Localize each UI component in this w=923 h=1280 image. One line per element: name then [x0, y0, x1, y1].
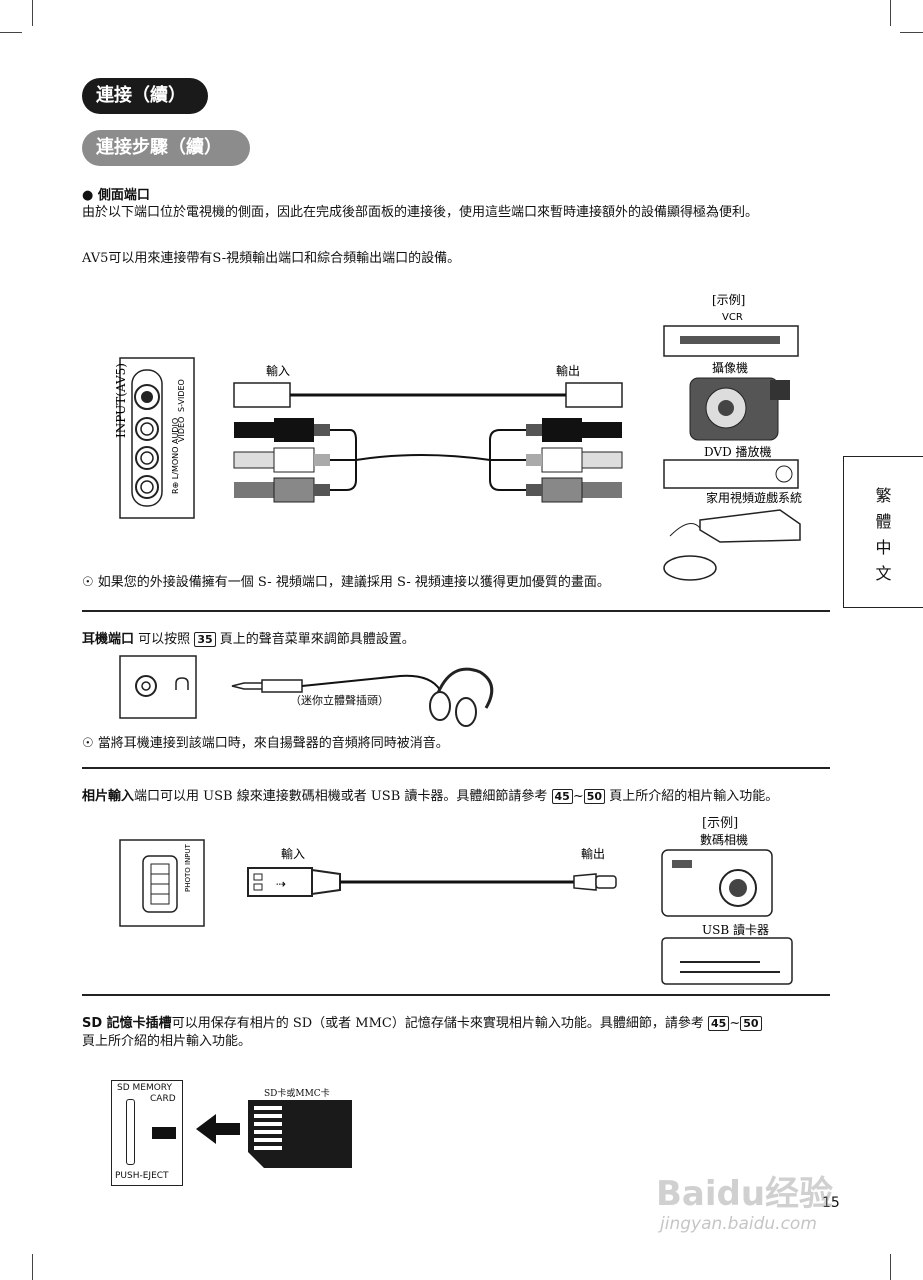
- svg-text:R⊕ L/MONO AUDIO: R⊕ L/MONO AUDIO: [171, 418, 180, 494]
- crop-mark: [900, 32, 923, 33]
- audio-r-port: [135, 475, 159, 499]
- sd-card-slot[interactable]: [126, 1099, 135, 1165]
- rca-plugs-left: [233, 418, 330, 503]
- game-console-device: [663, 509, 801, 581]
- insert-arrow-icon: [196, 1114, 240, 1144]
- crop-mark: [0, 32, 22, 33]
- side-port-heading: ● 側面端口: [82, 188, 150, 203]
- svg-text:⇢: ⇢: [276, 877, 286, 891]
- page-ref: 45: [708, 1016, 730, 1031]
- side-port-intro: 由於以下端口位於電視機的側面，因此在完成後部面板的連接後，使用這些端口來暫時連接…: [82, 205, 759, 220]
- rca-plugs-right: [526, 418, 623, 503]
- crop-mark: [32, 1254, 33, 1280]
- divider: [82, 610, 830, 612]
- output-label: 輸出: [556, 363, 580, 378]
- page-title: 連接（續）: [82, 78, 208, 114]
- av5-connection-diagram: INPUT(AV5) S-VIDEO VIDEO R⊕ L/MONO AUDIO…: [114, 293, 802, 581]
- svideo-port: [134, 384, 160, 410]
- divider: [82, 767, 830, 769]
- svg-text:DVD 播放機: DVD 播放機: [704, 444, 772, 459]
- sd-text: SD 記憶卡插槽可以用保存有相片的 SD（或者 MMC）記憶存儲卡來實現相片輸入…: [82, 1015, 762, 1033]
- watermark-url: jingyan.baidu.com: [660, 1214, 817, 1234]
- usb-plug: ⇢: [247, 867, 341, 897]
- mini-usb-plug: [595, 875, 617, 889]
- photo-heading: 相片輸入: [82, 789, 135, 804]
- svg-text:輸入: 輸入: [281, 846, 305, 861]
- input-av5-label: INPUT(AV5): [114, 363, 128, 438]
- sd-text-line2: 頁上所介紹的相片輸入功能。: [82, 1034, 252, 1049]
- svideo-tip: ☉ 如果您的外接設備擁有一個 S- 視頻端口，建議採用 S- 視頻連接以獲得更加…: [82, 575, 610, 590]
- lightbulb-icon: ☉: [82, 736, 94, 751]
- sd-slot-panel: SD MEMORY CARD PUSH-EJECT: [111, 1080, 183, 1186]
- headphone-jack: [135, 675, 157, 697]
- page-number: 15: [822, 1195, 840, 1211]
- headphone-heading: 耳機端口: [82, 632, 135, 647]
- photo-example-label: [示例]: [702, 816, 739, 831]
- headphone-diagram: [119, 655, 494, 727]
- av5-panel: [119, 357, 195, 519]
- mini-plug-label: （迷你立體聲插頭）: [290, 694, 389, 707]
- camcorder-device: [689, 377, 790, 441]
- watermark-brand: Baidu经验: [656, 1174, 834, 1214]
- crop-mark: [890, 1254, 891, 1280]
- svg-text:數碼相機: 數碼相機: [700, 832, 748, 847]
- audio-l-port: [135, 446, 159, 470]
- photo-text: 相片輸入端口可以用 USB 線來連接數碼相機或者 USB 讀卡器。具體細節請參考…: [82, 789, 779, 804]
- photo-input-diagram: PHOTO INPUT 輸入 輸出 ⇢ 數碼相機 USB 讀卡器: [119, 832, 793, 985]
- sd-card-icon: [152, 1127, 176, 1139]
- language-side-tab: 繁 體 中 文: [843, 456, 923, 608]
- input-label: 輸入: [266, 363, 290, 378]
- digital-camera: [661, 849, 773, 917]
- headphone-icon: [175, 677, 189, 690]
- sd-heading: SD 記憶卡插槽: [82, 1016, 172, 1031]
- page-ref: 50: [583, 789, 606, 804]
- headphone-tip: ☉ 當將耳機連接到該端口時，來自揚聲器的音頻將同時被消音。: [82, 736, 449, 751]
- page-ref: 35: [194, 632, 216, 647]
- example-label: [示例]: [712, 293, 745, 307]
- svg-text:VCR: VCR: [722, 312, 743, 323]
- dvd-device: [663, 459, 799, 489]
- headphones: [429, 667, 494, 727]
- crop-mark: [890, 0, 891, 26]
- divider: [82, 994, 830, 996]
- sd-card-label: SD卡或MMC卡: [264, 1089, 330, 1099]
- usb-card-reader: [661, 937, 793, 985]
- svg-text:USB 讀卡器: USB 讀卡器: [702, 923, 769, 937]
- bullet-icon: ●: [82, 188, 94, 203]
- svg-text:攝像機: 攝像機: [712, 360, 748, 375]
- svg-text:家用視頻遊戲系統: 家用視頻遊戲系統: [706, 490, 802, 505]
- svg-text:VIDEO: VIDEO: [177, 417, 186, 442]
- section-subtitle: 連接步驟（續）: [82, 130, 250, 166]
- crop-mark: [32, 0, 33, 26]
- svg-text:輸出: 輸出: [581, 846, 605, 861]
- av5-text: AV5可以用來連接帶有S-視頻輸出端口和綜合頻輸出端口的設備。: [82, 251, 461, 266]
- page-ref: 45: [551, 789, 573, 804]
- photo-input-port: [142, 855, 178, 913]
- headphone-text: 耳機端口 可以按照 35 頁上的聲音菜單來調節具體設置。: [82, 632, 415, 647]
- lightbulb-icon: ☉: [82, 575, 94, 590]
- page-ref: 50: [740, 1016, 762, 1031]
- svg-text:PHOTO INPUT: PHOTO INPUT: [184, 843, 192, 892]
- svg-text:S-VIDEO: S-VIDEO: [177, 379, 186, 412]
- sd-card-image: [248, 1100, 352, 1168]
- video-port: [135, 417, 159, 441]
